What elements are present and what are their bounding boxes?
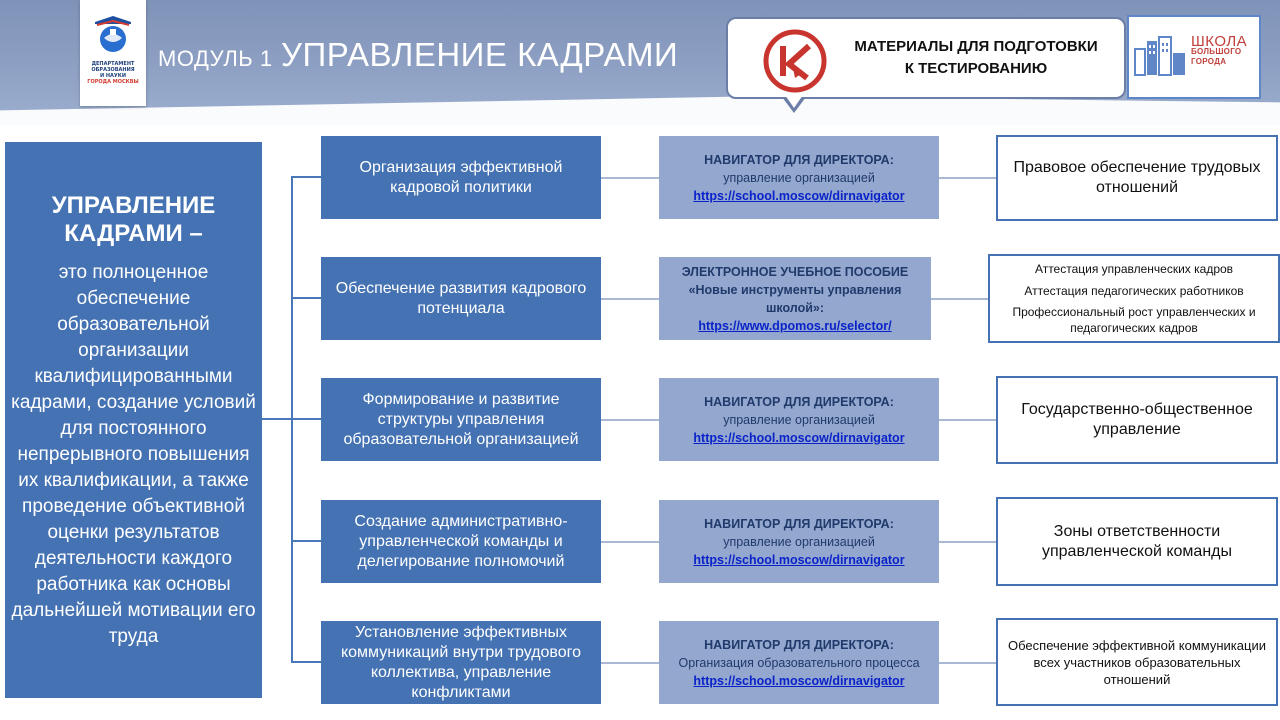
- resource-title: ЭЛЕКТРОННОЕ УЧЕБНОЕ ПОСОБИЕ «Новые инстр…: [681, 264, 909, 315]
- school-subword: ГОРОДА: [1191, 57, 1227, 66]
- school-word: ШКОЛА: [1191, 33, 1248, 50]
- module-heading: УПРАВЛЕНИЕ КАДРАМИ: [281, 36, 679, 73]
- materials-text: МАТЕРИАЛЫ ДЛЯ ПОДГОТОВКИ К ТЕСТИРОВАНИЮ: [836, 36, 1116, 80]
- resource-box: НАВИГАТОР ДЛЯ ДИРЕКТОРА: управление орга…: [659, 136, 939, 219]
- detail-item: Аттестация педагогических работников: [1024, 283, 1244, 298]
- topic-text: Формирование и развитие структуры управл…: [343, 390, 579, 448]
- materials-line: МАТЕРИАЛЫ ДЛЯ ПОДГОТОВКИ: [854, 38, 1098, 55]
- link-line: [601, 177, 659, 179]
- callout-tail-inner: [785, 95, 803, 108]
- topic-detail-box: Правовое обеспечение трудовых отношений: [996, 135, 1278, 221]
- connector-line: [291, 176, 321, 178]
- city-buildings-icon: [1134, 36, 1185, 76]
- resource-title: НАВИГАТОР ДЛЯ ДИРЕКТОРА:: [704, 152, 894, 167]
- topic-detail-box: Аттестация управленческих кадров Аттеста…: [988, 254, 1280, 343]
- topic-text: Установление эффективных коммуникаций вн…: [340, 623, 582, 701]
- topic-detail-box: Зоны ответственности управленческой кома…: [996, 497, 1278, 586]
- logo-caption-line: И НАУКИ: [99, 73, 127, 79]
- topic-detail-text: Зоны ответственности управленческой кома…: [1041, 522, 1232, 560]
- link-line: [601, 298, 659, 300]
- link-line: [939, 419, 997, 421]
- materials-line: К ТЕСТИРОВАНИЮ: [904, 60, 1048, 77]
- department-logo: ДЕПАРТАМЕНТ ОБРАЗОВАНИЯ И НАУКИ ГОРОДА М…: [80, 0, 146, 106]
- connector-line: [291, 418, 321, 420]
- topic-text: Организация эффективной кадровой политик…: [359, 158, 563, 196]
- topic-box: Установление эффективных коммуникаций вн…: [321, 621, 601, 704]
- connector-line: [291, 540, 321, 542]
- connector-line: [262, 418, 292, 420]
- logo-caption-line: ОБРАЗОВАНИЯ: [91, 67, 135, 73]
- resource-link[interactable]: https://school.moscow/dirnavigator: [693, 188, 905, 203]
- resource-subtitle: управление организацией: [723, 534, 875, 549]
- resource-subtitle: управление организацией: [723, 412, 875, 427]
- module-title: МОДУЛЬ 1 УПРАВЛЕНИЕ КАДРАМИ: [158, 36, 678, 74]
- module-prefix: МОДУЛЬ 1: [158, 46, 273, 71]
- link-line: [939, 662, 997, 664]
- resource-link[interactable]: https://school.moscow/dirnavigator: [693, 552, 905, 567]
- resource-title: НАВИГАТОР ДЛЯ ДИРЕКТОРА:: [704, 637, 894, 652]
- topic-box: Организация эффективной кадровой политик…: [321, 136, 601, 219]
- resource-link[interactable]: https://school.moscow/dirnavigator: [693, 673, 905, 688]
- resource-title: НАВИГАТОР ДЛЯ ДИРЕКТОРА:: [704, 516, 894, 531]
- school-subword: БОЛЬШОГО: [1191, 47, 1242, 56]
- link-line: [939, 177, 997, 179]
- topic-detail-text: Государственно-общественное управление: [1021, 401, 1253, 438]
- detail-item: Профессиональный рост управленческих и п…: [1012, 304, 1256, 335]
- school-of-big-city-logo: ШКОЛА БОЛЬШОГО ГОРОДА: [1127, 15, 1261, 99]
- definition-title: УПРАВЛЕНИЕ КАДРАМИ –: [5, 192, 262, 248]
- k-brand-icon: [763, 29, 827, 93]
- resource-link[interactable]: https://www.dpomos.ru/selector/: [698, 318, 892, 333]
- connector-line: [291, 661, 321, 663]
- link-line: [601, 541, 659, 543]
- topic-box: Обеспечение развития кадрового потенциал…: [321, 257, 601, 340]
- resource-title: НАВИГАТОР ДЛЯ ДИРЕКТОРА:: [704, 394, 894, 409]
- logo-caption-line: ДЕПАРТАМЕНТ: [91, 61, 135, 67]
- resource-link[interactable]: https://school.moscow/dirnavigator: [693, 430, 905, 445]
- school-logo-text: ШКОЛА БОЛЬШОГО ГОРОДА: [1191, 33, 1248, 67]
- connector-line: [291, 297, 321, 299]
- resource-box: НАВИГАТОР ДЛЯ ДИРЕКТОРА: управление орга…: [659, 378, 939, 461]
- department-emblem-icon: [95, 16, 131, 52]
- resource-box: НАВИГАТОР ДЛЯ ДИРЕКТОРА: управление орга…: [659, 500, 939, 583]
- link-line: [931, 298, 989, 300]
- topic-detail-text: Правовое обеспечение трудовых отношений: [1013, 159, 1261, 196]
- logo-caption: ДЕПАРТАМЕНТ ОБРАЗОВАНИЯ И НАУКИ ГОРОДА М…: [80, 61, 146, 85]
- link-line: [601, 419, 659, 421]
- topic-text: Создание административно-управленческой …: [354, 512, 568, 570]
- topic-box: Создание административно-управленческой …: [321, 500, 601, 583]
- link-line: [601, 662, 659, 664]
- topic-detail-text: Обеспечение эффективной коммуникации все…: [1008, 637, 1266, 687]
- definition-title-line: УПРАВЛЕНИЕ: [51, 192, 216, 219]
- topic-detail-box: Государственно-общественное управление: [996, 376, 1278, 464]
- topic-box: Формирование и развитие структуры управл…: [321, 378, 601, 461]
- resource-subtitle: управление организацией: [723, 170, 875, 185]
- logo-caption-city: ГОРОДА МОСКВЫ: [87, 79, 139, 85]
- resource-box: ЭЛЕКТРОННОЕ УЧЕБНОЕ ПОСОБИЕ «Новые инстр…: [659, 257, 931, 340]
- definition-text: это полноценное обеспечение образователь…: [11, 262, 256, 647]
- definition-title-line: КАДРАМИ –: [64, 220, 203, 247]
- detail-item: Аттестация управленческих кадров: [1034, 262, 1234, 277]
- resource-subtitle: Организация образовательного процесса: [678, 655, 920, 670]
- link-line: [939, 541, 997, 543]
- definition-box: УПРАВЛЕНИЕ КАДРАМИ – это полноценное обе…: [5, 142, 262, 698]
- topic-detail-box: Обеспечение эффективной коммуникации все…: [996, 618, 1278, 706]
- topic-text: Обеспечение развития кадрового потенциал…: [335, 279, 587, 317]
- resource-box: НАВИГАТОР ДЛЯ ДИРЕКТОРА: Организация обр…: [659, 621, 939, 704]
